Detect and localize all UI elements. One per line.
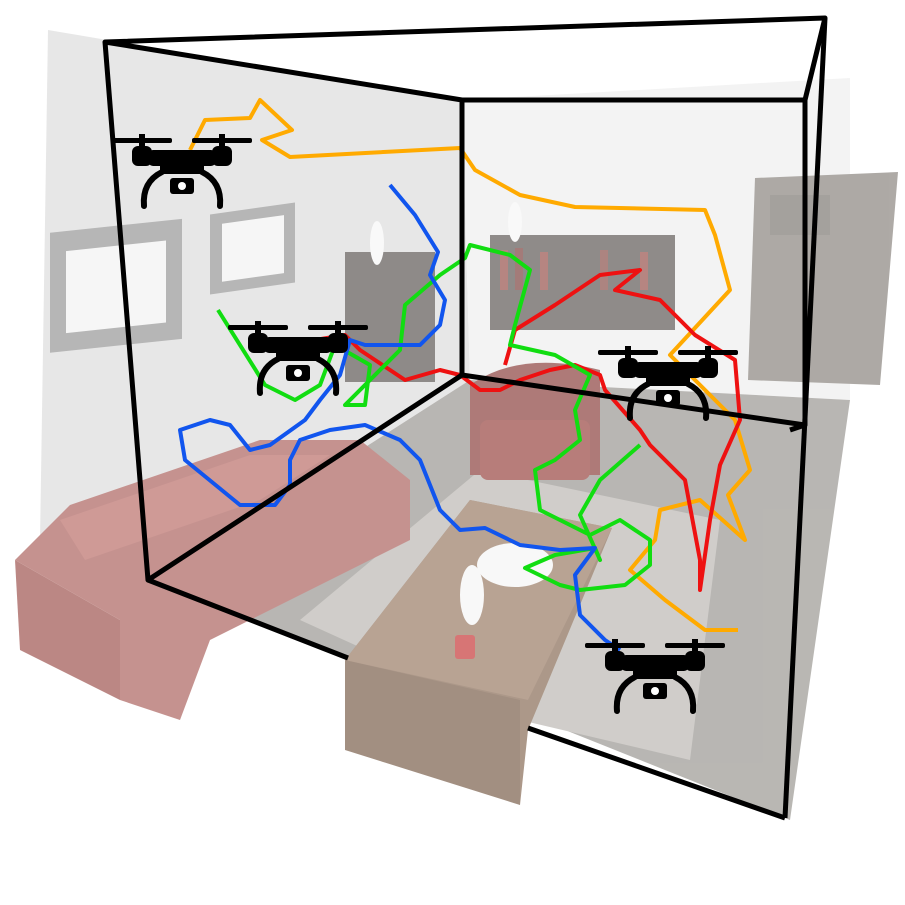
frame-floor-front: [147, 577, 349, 661]
frame-floor-back: [789, 422, 806, 433]
trajectory-blue: [178, 183, 622, 652]
frame-floor-right: [527, 725, 786, 821]
trajectory-red: [314, 268, 742, 592]
room-scene: [15, 30, 898, 820]
frame-right-edge: [782, 17, 828, 819]
trajectory-orange: [188, 98, 752, 632]
